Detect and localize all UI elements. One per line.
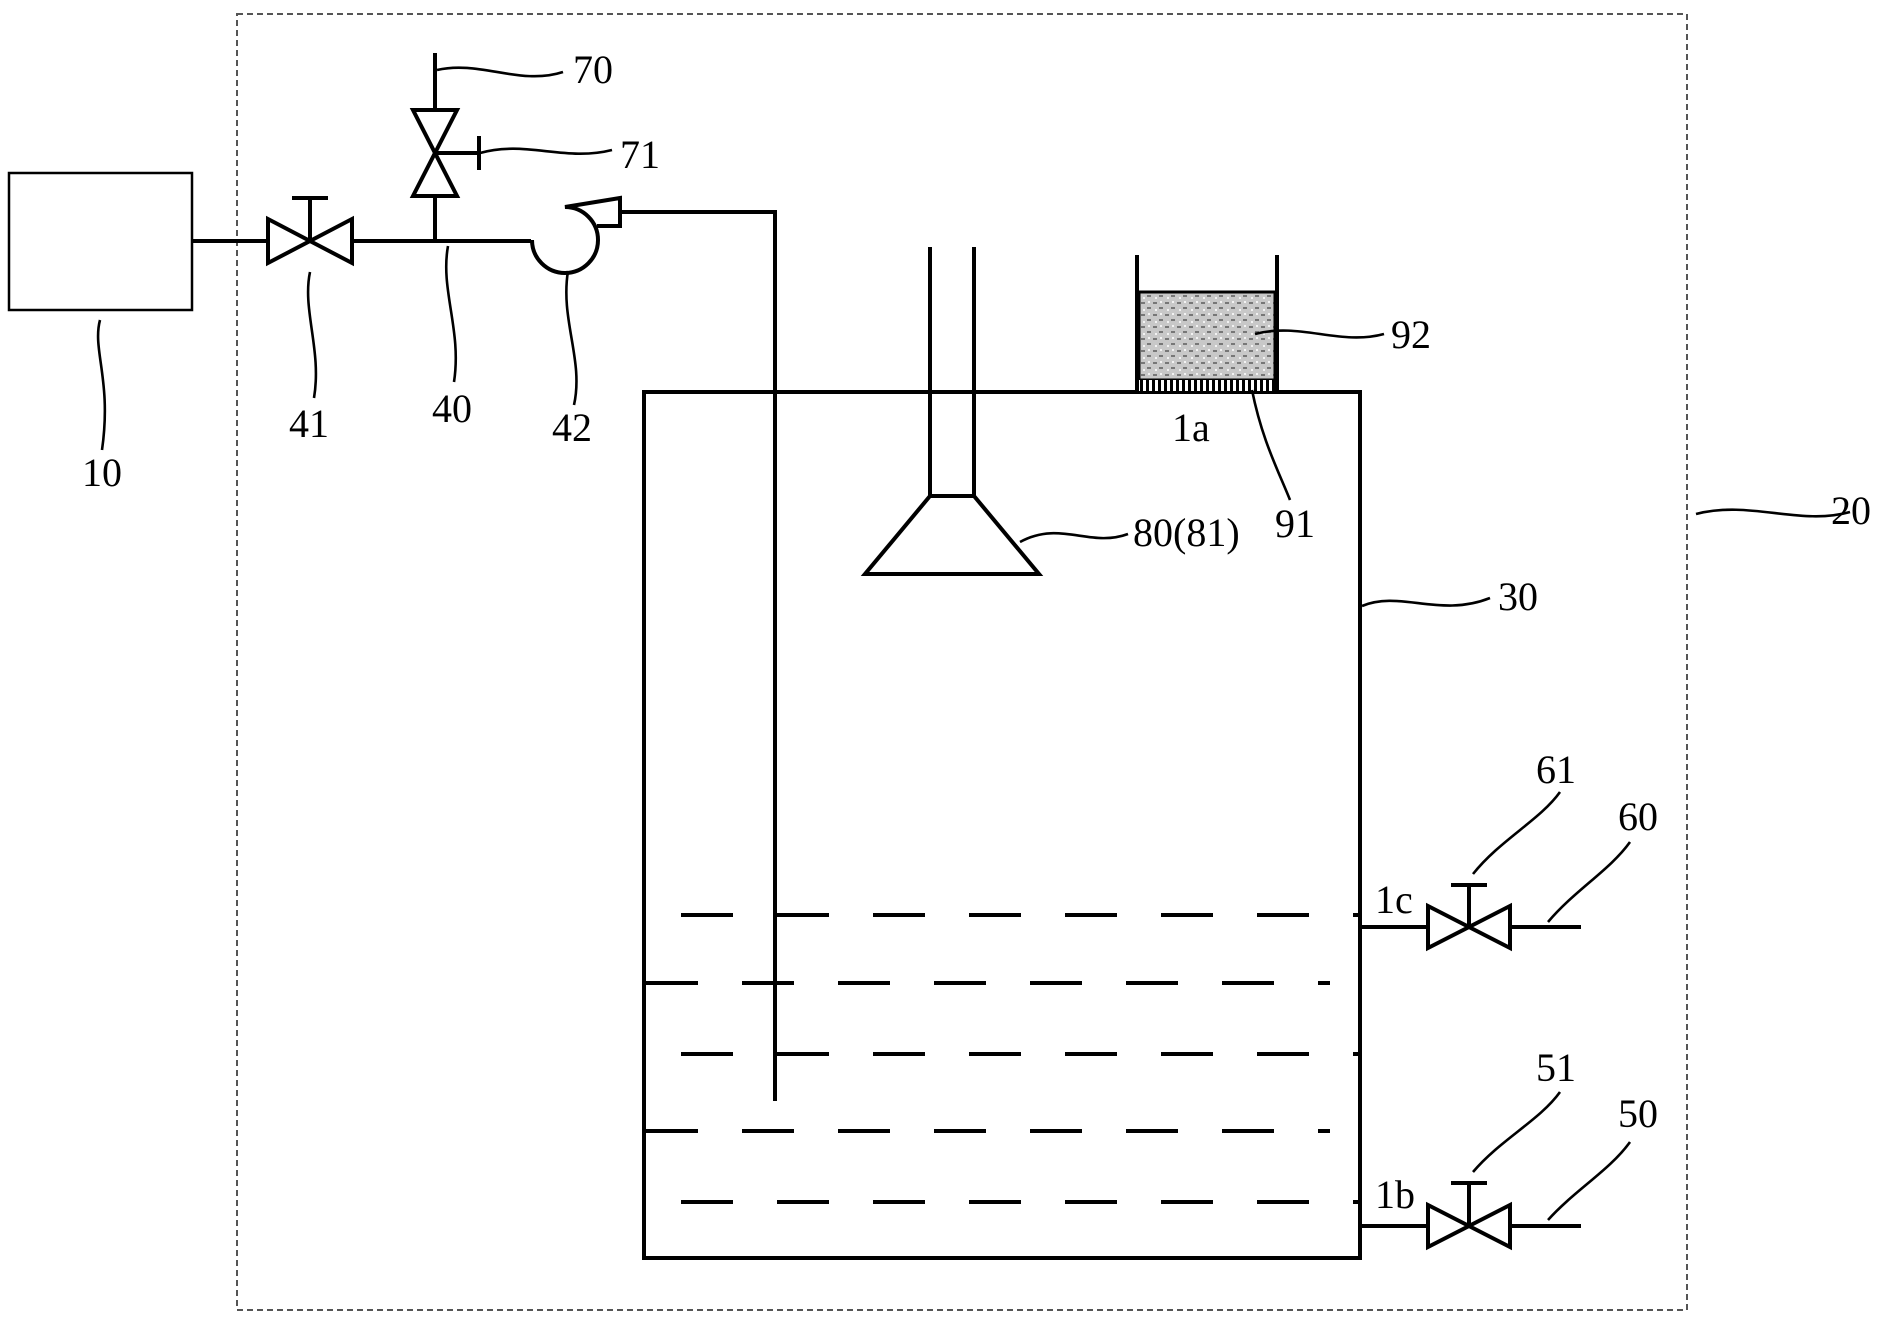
filter-assembly [1137, 255, 1277, 392]
source-box [9, 173, 192, 310]
label-70: 70 [573, 47, 613, 92]
tank-30 [644, 392, 1360, 1258]
label-30: 30 [1498, 574, 1538, 619]
leader-30 [1362, 598, 1490, 606]
filter-mesh-91 [1139, 380, 1275, 391]
leader-71 [480, 149, 612, 154]
leader-60 [1548, 842, 1630, 922]
leader-10 [98, 320, 105, 450]
leader-91 [1252, 390, 1290, 500]
label-71: 71 [620, 132, 660, 177]
label-91: 91 [1275, 501, 1315, 546]
label-61: 61 [1536, 747, 1576, 792]
label-1c: 1c [1375, 877, 1413, 922]
label-20: 20 [1831, 488, 1871, 533]
upper-valve-61 [1428, 885, 1510, 948]
lower-valve-51 [1428, 1183, 1510, 1247]
leader-51 [1473, 1092, 1560, 1172]
leader-42 [566, 271, 576, 405]
inlet-valve-41 [268, 198, 352, 263]
label-10: 10 [82, 450, 122, 495]
label-1a: 1a [1172, 405, 1210, 450]
label-51: 51 [1536, 1045, 1576, 1090]
vent-valve-71 [413, 110, 479, 196]
leader-80 [1020, 533, 1128, 542]
leader-70 [437, 68, 563, 77]
label-80: 80(81) [1133, 510, 1240, 555]
label-60: 60 [1618, 794, 1658, 839]
label-42: 42 [552, 405, 592, 450]
pump-42 [532, 198, 620, 273]
filter-media-92 [1139, 292, 1275, 380]
leader-20 [1696, 510, 1850, 517]
enclosure-boundary [237, 14, 1687, 1310]
label-50: 50 [1618, 1091, 1658, 1136]
label-41: 41 [289, 401, 329, 446]
leader-61 [1473, 792, 1560, 874]
leader-41 [308, 272, 316, 398]
label-92: 92 [1391, 312, 1431, 357]
label-40: 40 [432, 386, 472, 431]
label-1b: 1b [1375, 1172, 1415, 1217]
leader-40 [446, 246, 456, 382]
hood-80 [865, 247, 1039, 574]
leader-50 [1548, 1142, 1630, 1220]
